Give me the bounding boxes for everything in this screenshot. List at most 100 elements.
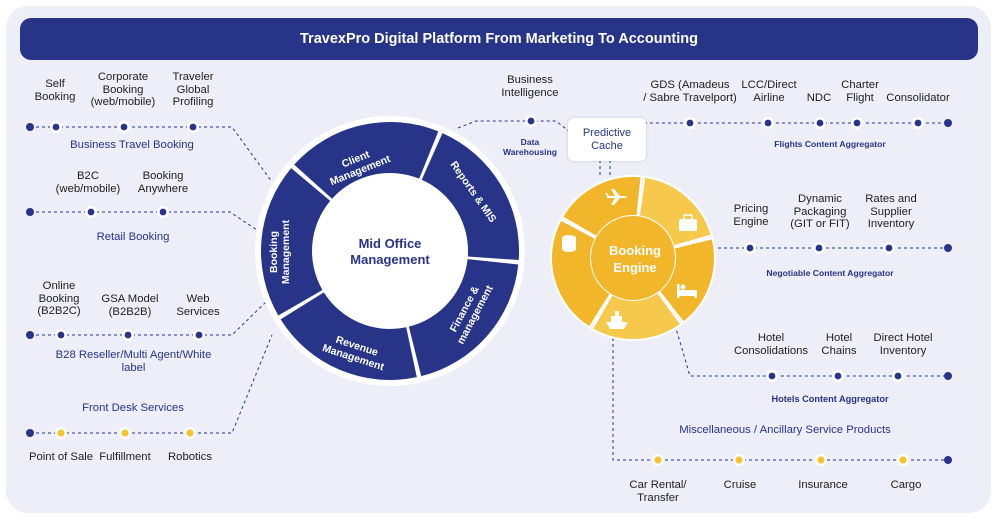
node-dot (527, 117, 535, 125)
connector-line (30, 211, 261, 233)
item-car-rental-transfer: Car Rental/ Transfer (629, 479, 687, 504)
item-cruise: Cruise (723, 479, 757, 491)
mid-office-segment-shape (280, 292, 417, 380)
node-dot (735, 456, 743, 464)
group-front-desk-services: Front Desk Services (82, 402, 184, 414)
item-traveler-profiling: Traveler Global Profiling (172, 71, 214, 108)
node-dot (914, 119, 922, 127)
predictive-cache-box: Predictive Cache (568, 118, 646, 161)
title-bar: TravexPro Digital Platform From Marketin… (20, 18, 978, 60)
item-online-booking: Online Booking (B2B2C) (37, 280, 81, 317)
connector-dots (26, 115, 952, 466)
endpoint-dot (26, 331, 34, 339)
item-insurance: Insurance (798, 479, 848, 491)
node-dot (746, 244, 754, 252)
predictive-cache-label: Predictive Cache (582, 126, 632, 152)
booking-engine-center-disc (591, 216, 675, 300)
node-dot (686, 119, 694, 127)
node-dot (816, 119, 824, 127)
node-dot (764, 119, 772, 127)
node-dot (159, 208, 167, 216)
item-gsa-model: GSA Model (B2B2B) (101, 293, 159, 318)
bed-icon (677, 284, 697, 298)
item-cargo: Cargo (890, 479, 922, 491)
item-gds: GDS (Amadeus / Sabre Travelport) (643, 79, 737, 104)
node-dot (195, 331, 203, 339)
group-business-travel-booking: Business Travel Booking (70, 139, 194, 151)
group-negotiable-content-aggregator: Negotiable Content Aggregator (766, 268, 894, 278)
connector-line (30, 126, 273, 183)
node-dot (834, 372, 842, 380)
booking-engine-label: Booking Engine (609, 243, 661, 275)
item-ndc: NDC (806, 92, 832, 104)
node-dot (124, 331, 132, 339)
ship-icon (606, 311, 628, 329)
node-dot (57, 331, 65, 339)
node-dot (654, 456, 662, 464)
endpoint-dot (26, 123, 34, 131)
business-intelligence-label: Business Intelligence (501, 74, 559, 99)
endpoint-dot (944, 119, 952, 127)
node-dot (885, 244, 893, 252)
group-b2b-reseller: B28 Reseller/Multi Agent/White label (55, 349, 212, 374)
group-misc-ancillary-services: Miscellaneous / Ancillary Service Produc… (679, 424, 891, 436)
endpoint-dot (944, 456, 952, 464)
endpoint-dot (26, 208, 34, 216)
endpoint-dot (26, 429, 34, 437)
node-dot (52, 123, 60, 131)
data-warehousing-label: Data Warehousing (502, 137, 558, 157)
node-dot (815, 244, 823, 252)
node-dot (189, 123, 197, 131)
item-charter-flight: Charter Flight (841, 79, 879, 104)
node-dot (817, 456, 825, 464)
suitcase-icon (679, 214, 697, 231)
item-robotics: Robotics (168, 451, 212, 463)
item-dynamic-packaging: Dynamic Packaging (GIT or FIT) (790, 193, 850, 230)
page-title: TravexPro Digital Platform From Marketin… (300, 31, 698, 47)
item-lcc-direct-airline: LCC/Direct Airline (741, 79, 797, 104)
group-hotels-content-aggregator: Hotels Content Aggregator (771, 394, 889, 404)
node-dot (57, 429, 65, 437)
node-dot (121, 429, 129, 437)
item-self-booking: Self Booking (34, 78, 76, 103)
mid-office-segment-shape (294, 121, 439, 199)
item-hotel-consolidations: Hotel Consolidations (733, 332, 809, 357)
connector-line (612, 338, 948, 461)
node-dot (894, 372, 902, 380)
item-direct-hotel-inventory: Direct Hotel Inventory (873, 332, 933, 357)
item-corporate-booking: Corporate Booking (web/mobile) (90, 71, 156, 108)
mid-office-segment-shape (408, 259, 519, 377)
item-consolidator: Consolidator (886, 92, 950, 104)
item-hotel-chains: Hotel Chains (821, 332, 857, 357)
mid-office-label: Mid Office Management (350, 236, 430, 267)
coins-icon (562, 235, 576, 252)
mid-office-segment-shape (421, 133, 519, 260)
mid-office-segment-shape (261, 168, 331, 316)
node-dot (186, 429, 194, 437)
group-retail-booking: Retail Booking (96, 231, 170, 243)
mid-office-center-disc (316, 177, 464, 325)
item-web-services: Web Services (176, 293, 220, 318)
node-dot (120, 123, 128, 131)
item-fulfillment: Fulfillment (99, 451, 151, 463)
segment-booking-management: Booking Management (268, 219, 292, 285)
node-dot (87, 208, 95, 216)
item-b2c: B2C (web/mobile) (55, 170, 121, 195)
node-dot (768, 372, 776, 380)
connector-line (457, 120, 571, 133)
connector-line (30, 334, 273, 434)
engine-icons (562, 189, 697, 329)
endpoint-dot (944, 244, 952, 252)
item-rates-supplier-inventory: Rates and Supplier Inventory (865, 193, 917, 230)
group-flights-content-aggregator: Flights Content Aggregator (774, 139, 886, 149)
node-dot (853, 119, 861, 127)
node-dot (899, 456, 907, 464)
plane-icon (605, 189, 627, 205)
item-point-of-sale: Point of Sale (28, 451, 94, 463)
connector-line (30, 299, 269, 336)
endpoint-dot (944, 372, 952, 380)
item-booking-anywhere: Booking Anywhere (137, 170, 189, 195)
item-pricing-engine: Pricing Engine (733, 203, 769, 228)
mid-office-ring (255, 116, 525, 386)
